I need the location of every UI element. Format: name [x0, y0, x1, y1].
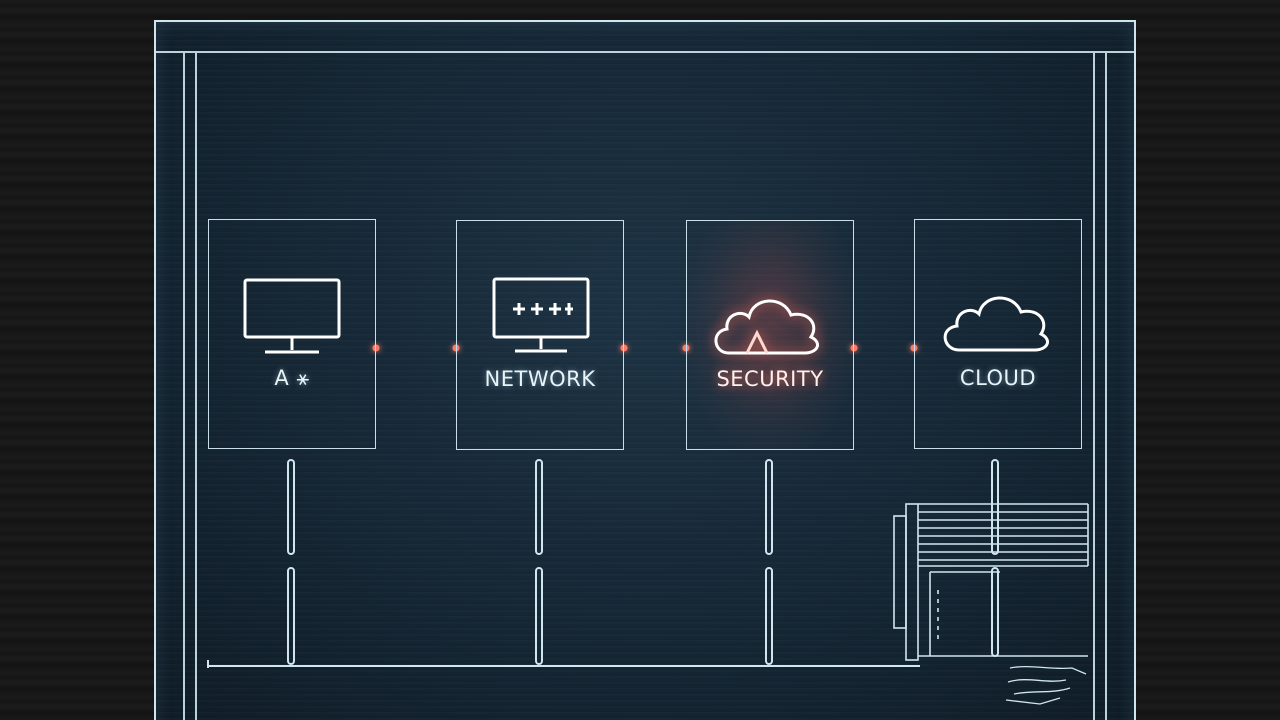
- node-label-3: SECURITY: [716, 367, 824, 391]
- node-label-2: NETWORK: [484, 367, 596, 391]
- drop-line-4a: [991, 459, 999, 555]
- drop-line-2a: [535, 459, 543, 555]
- node-panel-3[interactable]: SECURITY: [686, 220, 854, 450]
- drop-line-4b: [991, 567, 999, 657]
- monitor-plus-icon: [492, 277, 590, 353]
- drop-line-3a: [765, 459, 773, 555]
- link-node: [620, 344, 628, 352]
- cloud-icon: [943, 296, 1050, 352]
- node-panel-1[interactable]: A ⚹: [208, 219, 376, 449]
- node-label-4: CLOUD: [959, 366, 1037, 390]
- node-panel-2[interactable]: NETWORK: [456, 220, 624, 450]
- rack-post: [905, 503, 919, 661]
- drop-line-1a: [287, 459, 295, 555]
- node-label-1: A ⚹: [274, 366, 310, 390]
- drop-line-1b: [287, 567, 295, 665]
- link-node: [372, 344, 380, 352]
- link-node: [850, 344, 858, 352]
- diagram-board: [154, 20, 1136, 720]
- server-rack: [893, 503, 1089, 661]
- cloud-warning-icon: [714, 299, 820, 355]
- drop-line-2b: [535, 567, 543, 665]
- node-panel-4[interactable]: CLOUD: [914, 219, 1082, 449]
- drop-line-3b: [765, 567, 773, 665]
- monitor-icon: [243, 278, 341, 354]
- hand-sketch: [1005, 665, 1087, 705]
- rack-post-2: [893, 515, 907, 629]
